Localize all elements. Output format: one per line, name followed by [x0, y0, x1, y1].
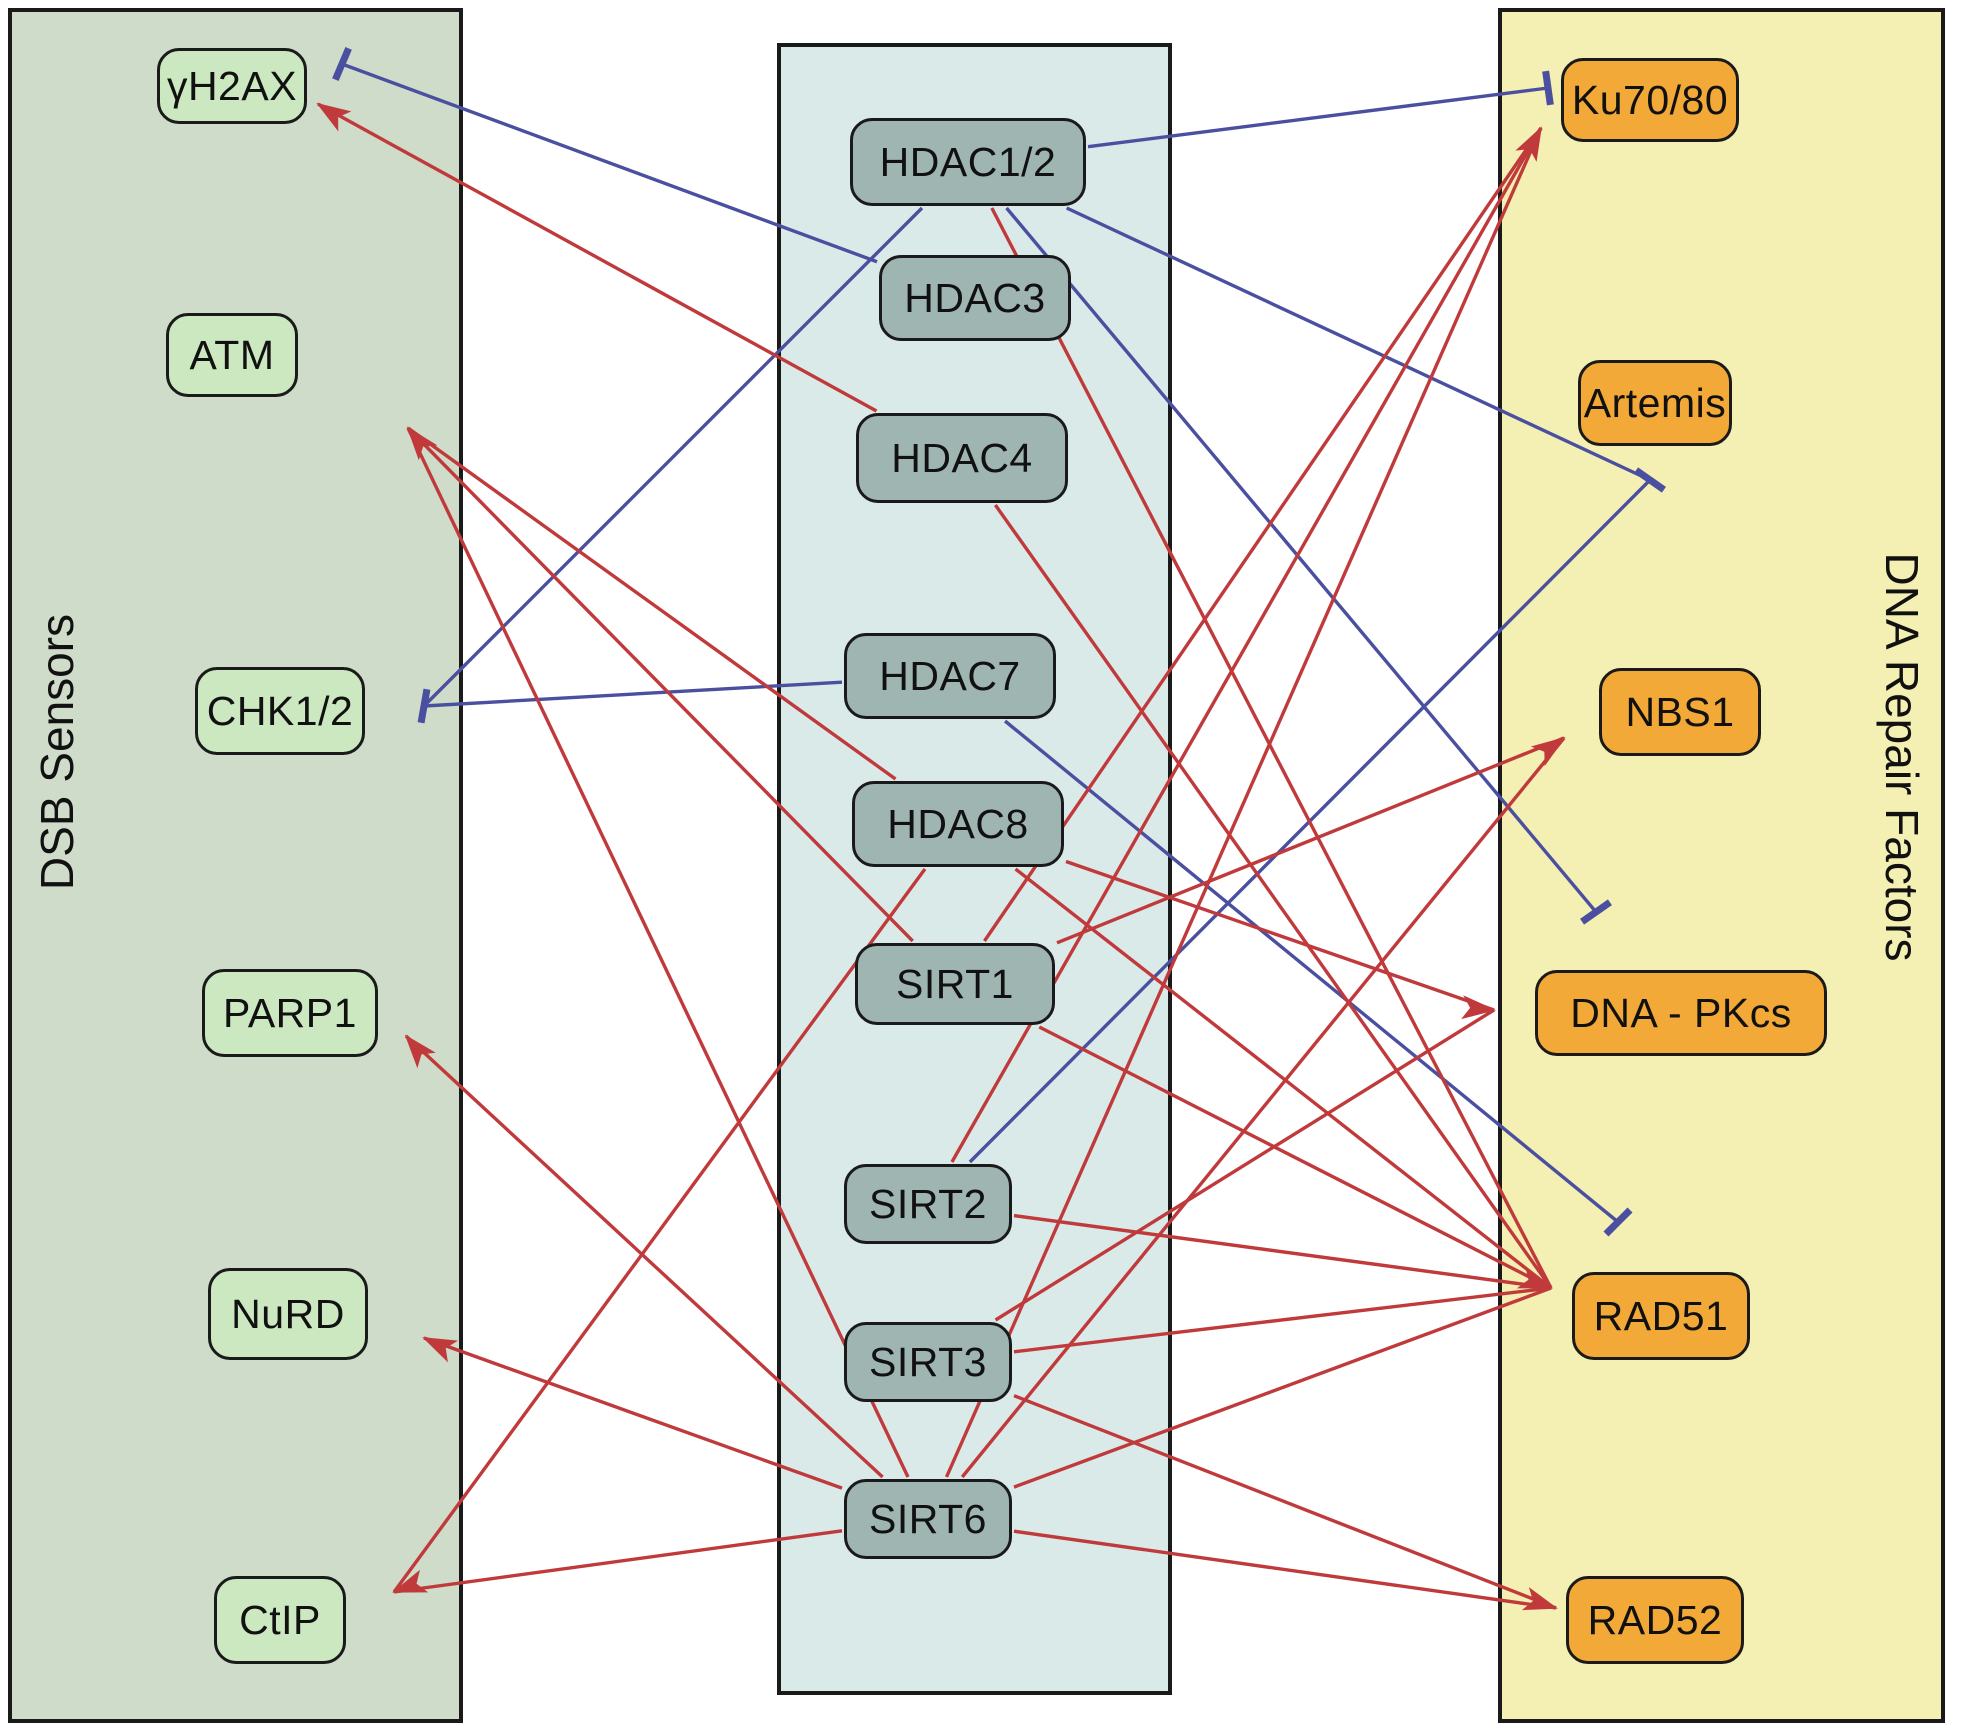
node-label-ku7080: Ku70/80	[1571, 76, 1729, 123]
node-label-hdac12: HDAC1/2	[879, 138, 1057, 185]
node-chk12: CHK1/2	[195, 667, 365, 755]
node-atm: ATM	[166, 313, 298, 397]
node-dnapkcs: DNA - PKcs	[1535, 970, 1827, 1056]
node-nbs1: NBS1	[1599, 668, 1761, 756]
node-label-parp1: PARP1	[223, 989, 357, 1036]
node-label-hdac3: HDAC3	[904, 274, 1046, 321]
arrowhead-shape-dnapkcs	[1461, 995, 1496, 1020]
node-label-hdac7: HDAC7	[879, 652, 1021, 699]
node-label-rad51: RAD51	[1593, 1292, 1729, 1339]
node-label-sirt3: SIRT3	[869, 1338, 987, 1385]
node-label-sirt2: SIRT2	[869, 1180, 987, 1227]
node-label-hdac4: HDAC4	[891, 434, 1033, 481]
node-label-ctip: CtIP	[239, 1596, 321, 1643]
node-label-sirt1: SIRT1	[896, 960, 1014, 1007]
node-parp1: PARP1	[202, 969, 378, 1057]
node-label-dnapkcs: DNA - PKcs	[1570, 989, 1792, 1036]
node-label-rad52: RAD52	[1587, 1596, 1723, 1643]
node-label-nurd: NuRD	[231, 1290, 345, 1337]
node-sirt2: SIRT2	[844, 1164, 1012, 1244]
node-label-sirt6: SIRT6	[869, 1495, 987, 1542]
node-label-gh2ax: γH2AX	[166, 62, 298, 109]
node-sirt1: SIRT1	[855, 943, 1055, 1025]
node-hdac3: HDAC3	[879, 255, 1071, 341]
node-label-chk12: CHK1/2	[206, 687, 354, 734]
node-label-atm: ATM	[189, 331, 275, 378]
node-ctip: CtIP	[214, 1576, 346, 1664]
node-hdac7: HDAC7	[844, 633, 1056, 719]
node-gh2ax: γH2AX	[157, 48, 307, 124]
node-nurd: NuRD	[208, 1268, 368, 1360]
node-hdac8: HDAC8	[852, 781, 1064, 867]
node-sirt6: SIRT6	[844, 1479, 1012, 1559]
arrowhead-dnapkcs	[1461, 995, 1496, 1020]
node-label-hdac8: HDAC8	[887, 800, 1029, 847]
panel-label-dsb-sensors: DSB Sensors	[31, 613, 83, 891]
node-label-nbs1: NBS1	[1625, 688, 1735, 735]
panel-label-dna-repair-factors: DNA Repair Factors	[1876, 552, 1928, 962]
node-artemis: Artemis	[1578, 360, 1732, 446]
node-sirt3: SIRT3	[844, 1322, 1012, 1402]
node-hdac12: HDAC1/2	[850, 118, 1086, 206]
node-ku7080: Ku70/80	[1561, 58, 1739, 142]
node-label-artemis: Artemis	[1583, 379, 1727, 426]
node-hdac4: HDAC4	[856, 413, 1068, 503]
node-rad51: RAD51	[1572, 1272, 1750, 1360]
node-rad52: RAD52	[1566, 1576, 1744, 1664]
